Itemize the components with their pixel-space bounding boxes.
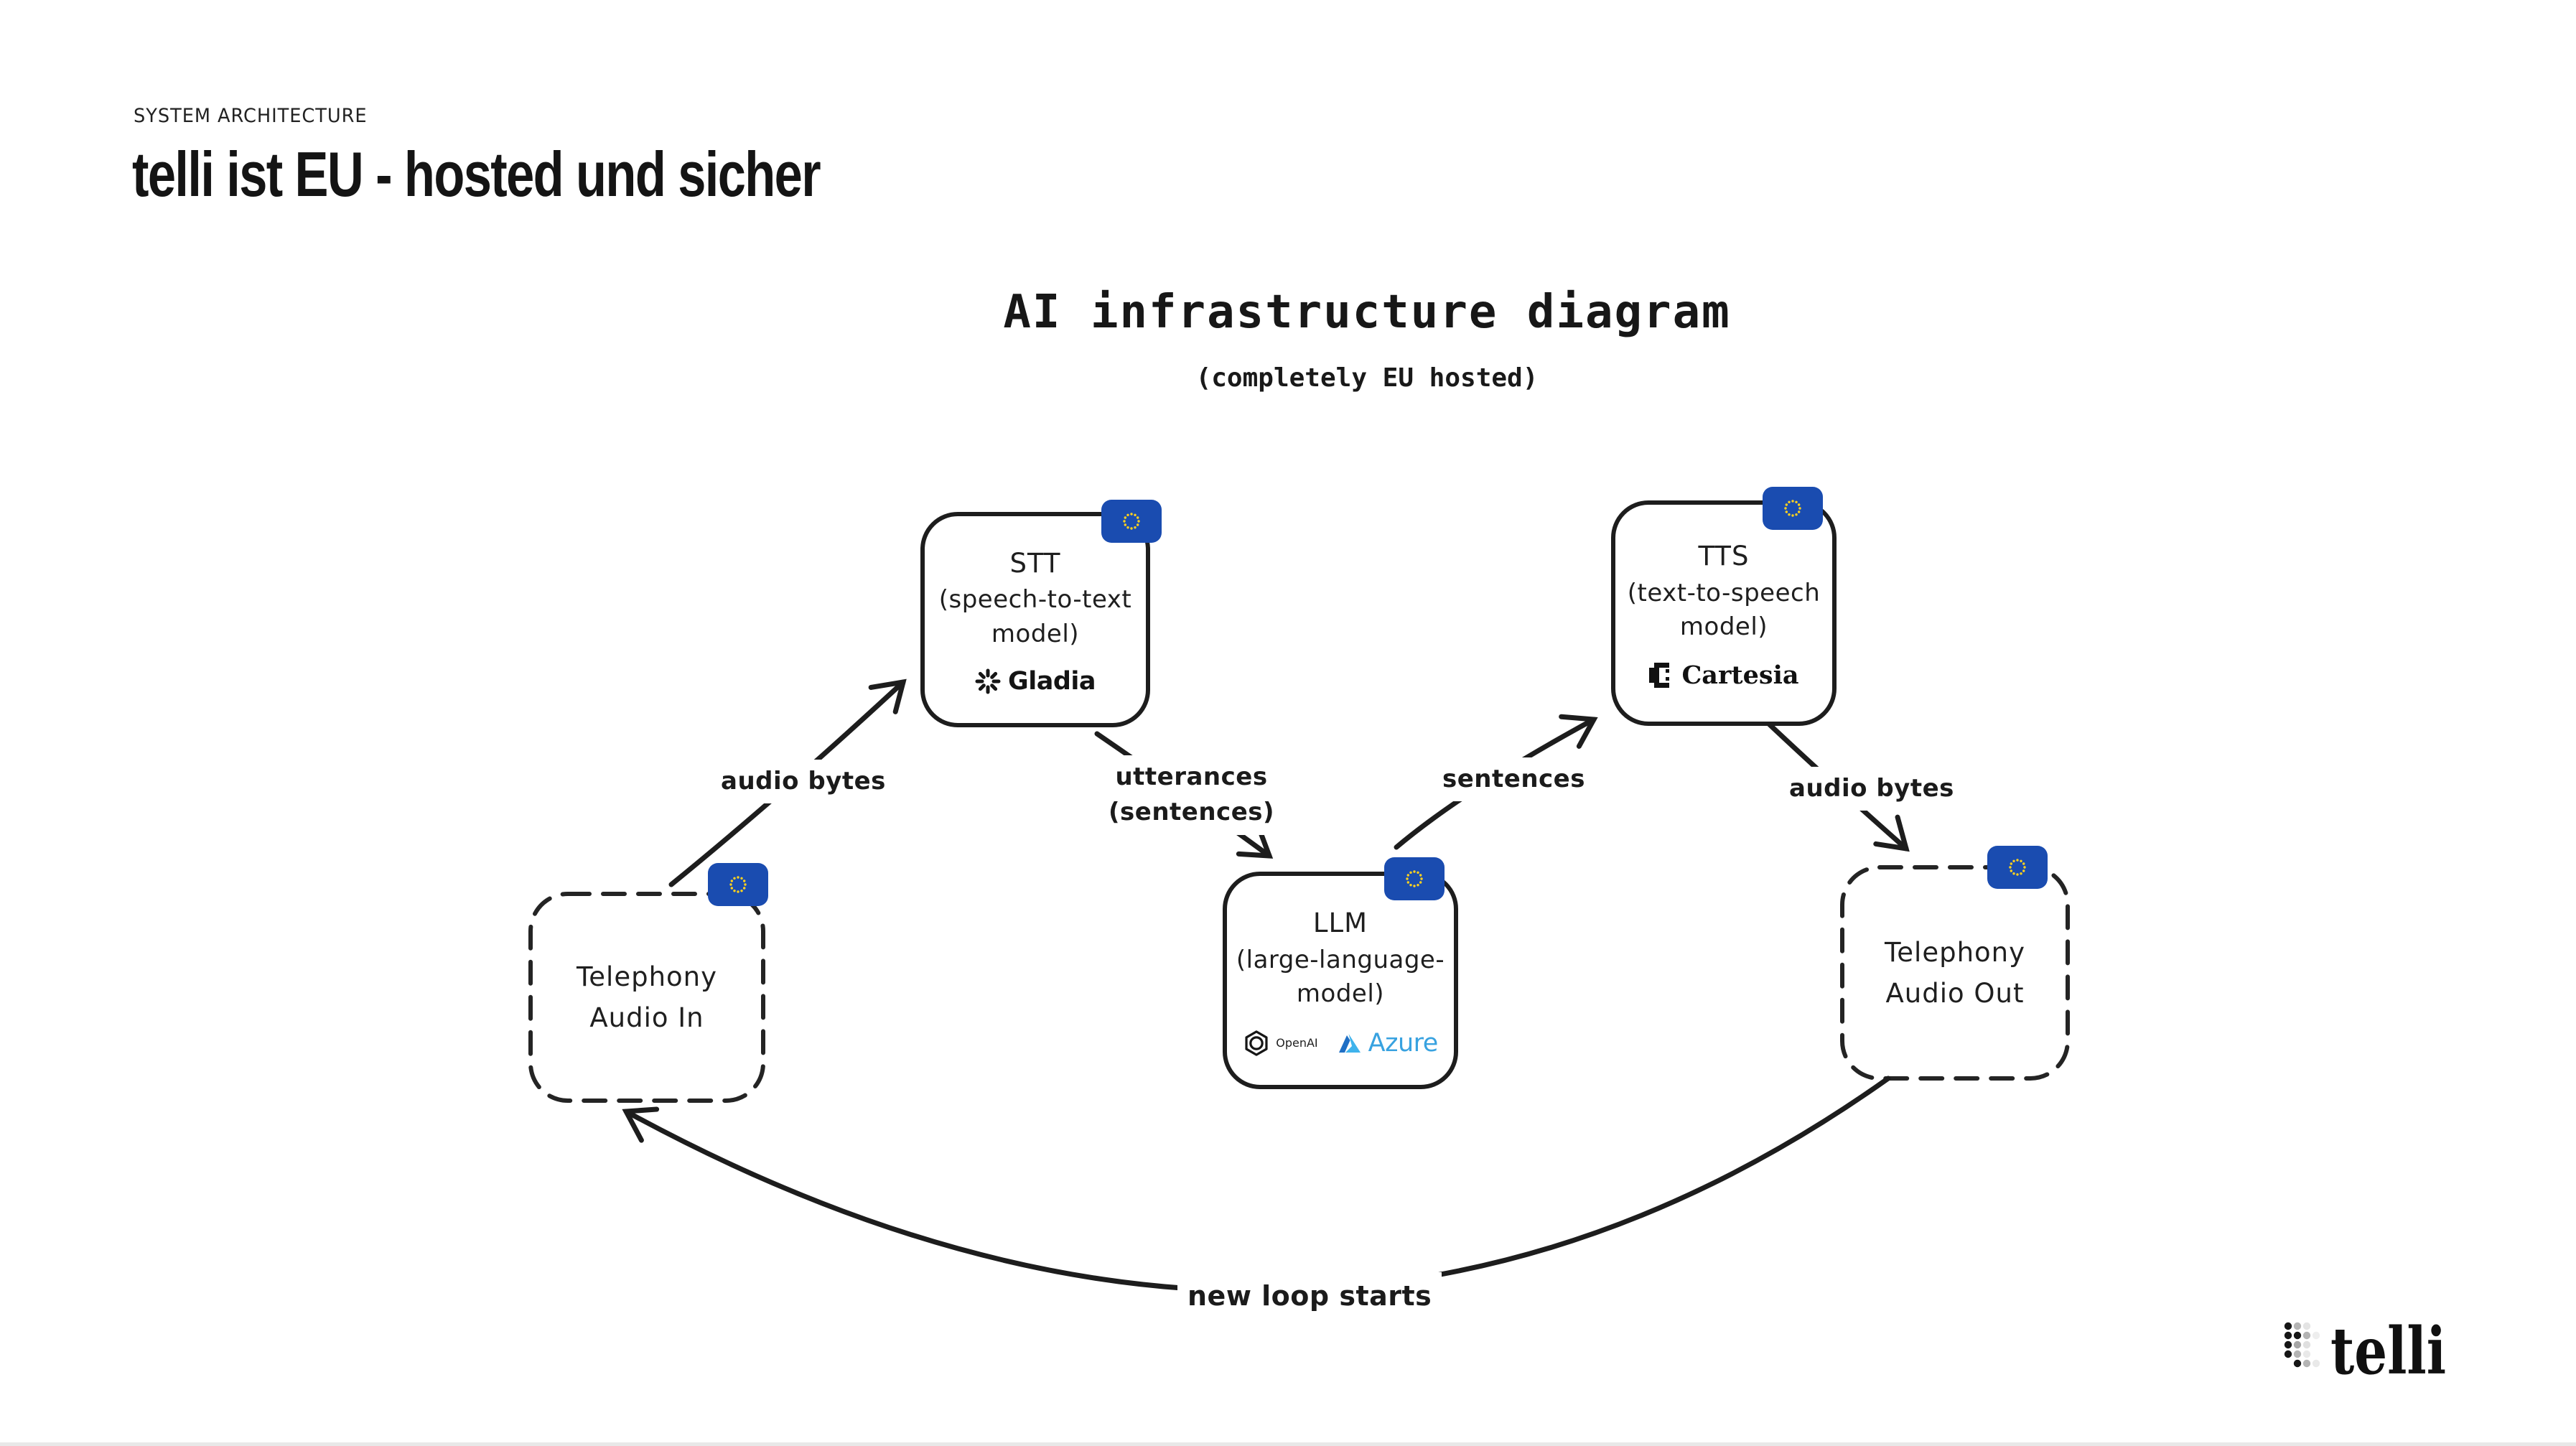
tts-title: TTS bbox=[1698, 541, 1750, 572]
azure-triangle-icon bbox=[1338, 1033, 1361, 1053]
eu-stars-icon bbox=[1406, 870, 1423, 887]
stt-node: STT (speech-to-text model) Gladia bbox=[920, 512, 1150, 727]
telephony-audio-in-box-border bbox=[528, 892, 765, 1103]
telephony-audio-out-node: Telephony Audio Out bbox=[1842, 867, 2068, 1078]
edge-label-utterances: utterances (sentences) bbox=[1098, 755, 1285, 835]
arrow-new-loop bbox=[622, 1076, 1891, 1294]
edge-label-new-loop: new loop starts bbox=[1177, 1272, 1442, 1321]
eu-flag-badge-telephony-in bbox=[708, 863, 768, 906]
edge-label-sentences: sentences bbox=[1432, 757, 1595, 802]
azure-logo: Azure bbox=[1337, 1029, 1438, 1058]
llm-title: LLM bbox=[1312, 908, 1368, 939]
gladia-logo: Gladia bbox=[975, 667, 1096, 696]
openai-knot-icon bbox=[1245, 1030, 1268, 1056]
telli-logo: telli bbox=[2283, 1313, 2475, 1389]
cartesia-logo-text: Cartesia bbox=[1681, 660, 1799, 690]
edge-label-audio-bytes-in: audio bytes bbox=[711, 760, 896, 804]
telephony-out-line1: Telephony bbox=[1884, 936, 2026, 968]
llm-node: LLM (large-language- model) OpenAI Azure bbox=[1223, 872, 1458, 1089]
eu-stars-icon bbox=[1123, 513, 1140, 530]
gladia-logo-text: Gladia bbox=[1007, 667, 1096, 696]
tts-line2: (text-to-speech bbox=[1627, 578, 1821, 607]
gladia-starburst-icon bbox=[975, 668, 1001, 694]
telli-wordmark: telli bbox=[2330, 1313, 2447, 1389]
tts-node: TTS (text-to-speech model) Cartesia bbox=[1611, 500, 1837, 726]
eyebrow-label: SYSTEM ARCHITECTURE bbox=[134, 105, 368, 127]
eu-stars-icon bbox=[2009, 859, 2026, 876]
eu-flag-badge-stt bbox=[1101, 500, 1162, 543]
stt-line2: (speech-to-text bbox=[938, 585, 1132, 615]
page-title: telli ist EU - hosted und sicher bbox=[132, 139, 821, 210]
telephony-audio-in-node: Telephony Audio In bbox=[531, 894, 763, 1101]
telephony-in-line1: Telephony bbox=[576, 961, 718, 992]
page-bottom-edge bbox=[0, 1442, 2576, 1446]
edge-label-audio-bytes-out: audio bytes bbox=[1779, 767, 1964, 811]
eu-stars-icon bbox=[1784, 500, 1801, 517]
eu-stars-icon bbox=[729, 876, 747, 893]
openai-logo: OpenAI bbox=[1243, 1030, 1318, 1057]
stt-line3: model) bbox=[991, 619, 1080, 648]
diagram-title: AI infrastructure diagram bbox=[1003, 286, 1731, 339]
tts-line3: model) bbox=[1679, 612, 1768, 642]
telephony-in-line2: Audio In bbox=[589, 1002, 704, 1033]
diagram-subtitle: (completely EU hosted) bbox=[1195, 363, 1539, 393]
llm-line3: model) bbox=[1296, 979, 1385, 1009]
telephony-audio-out-box-border bbox=[1840, 865, 2070, 1081]
telephony-out-line2: Audio Out bbox=[1885, 978, 2025, 1009]
edge-label-utterances-line1: utterances bbox=[1115, 762, 1268, 791]
stt-title: STT bbox=[1009, 547, 1061, 579]
azure-logo-text: Azure bbox=[1368, 1028, 1439, 1058]
cartesia-pixel-icon bbox=[1649, 663, 1670, 689]
edge-label-utterances-line2: (sentences) bbox=[1109, 798, 1275, 827]
cartesia-logo: Cartesia bbox=[1648, 660, 1799, 690]
eu-flag-badge-telephony-out bbox=[1987, 846, 2048, 889]
telli-dot-matrix-icon bbox=[2284, 1322, 2320, 1368]
eu-flag-badge-tts bbox=[1763, 487, 1823, 530]
eu-flag-badge-llm bbox=[1384, 857, 1445, 900]
llm-line2: (large-language- bbox=[1236, 945, 1445, 974]
openai-logo-text: OpenAI bbox=[1276, 1036, 1318, 1050]
